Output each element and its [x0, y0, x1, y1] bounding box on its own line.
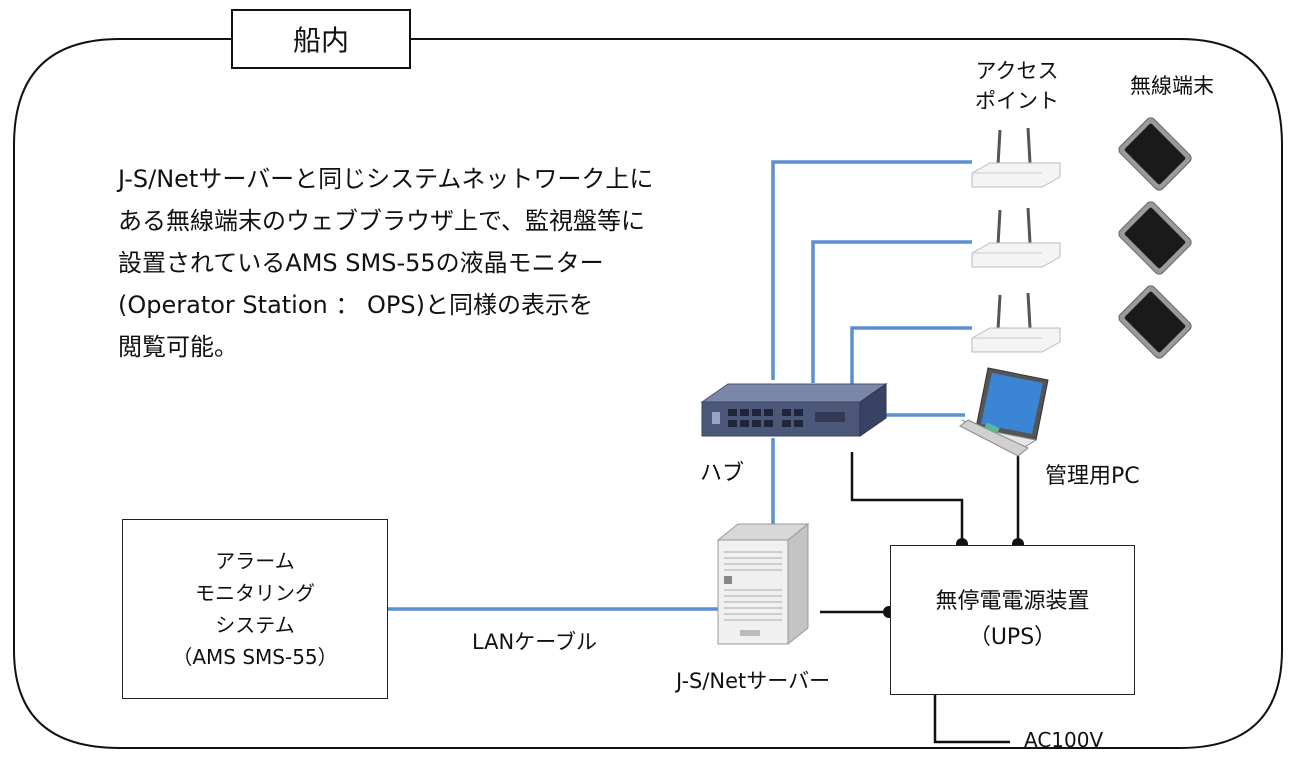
description-line: J-S/Netサーバーと同じシステムネットワーク上に: [118, 165, 654, 193]
wireless-terminal-label: 無線端末: [1130, 74, 1214, 98]
tablet-icon: [1118, 285, 1192, 359]
admin-pc-label: 管理用PC: [1045, 464, 1140, 489]
ams-box-line: アラーム: [215, 549, 295, 573]
server-label: J-S/Netサーバー: [676, 669, 831, 693]
ac-label: AC100V: [1024, 728, 1104, 752]
title-tab: 船内: [231, 9, 411, 69]
access-point-label: アクセス ポイント: [962, 56, 1072, 116]
server-icon: [716, 522, 810, 646]
access-point-label-line: アクセス: [975, 59, 1059, 83]
tablet-icon: [1118, 201, 1192, 275]
power-line-hub: [850, 452, 964, 545]
access-point-icon: [971, 207, 1061, 268]
title-text: 船内: [292, 24, 349, 57]
lan-lines: [388, 160, 972, 611]
access-point-icon: [971, 292, 1061, 353]
lan-line-ap1: [771, 160, 972, 380]
lan-line-ap3: [850, 326, 972, 387]
power-line-ac: [933, 695, 1010, 744]
description-line: (Operator Station ： OPS)と同様の表示を: [118, 291, 593, 319]
tablet-icon: [1118, 117, 1192, 191]
ams-box-line: モニタリング: [195, 581, 315, 605]
lan-line-ap2: [811, 240, 972, 383]
laptop-icon: [959, 367, 1049, 457]
power-lines: [820, 445, 1020, 744]
hub-icon: [700, 383, 888, 437]
ship-boundary: [13, 38, 1283, 749]
description-line: 設置されているAMS SMS-55の液晶モニター: [118, 249, 604, 277]
hub-label: ハブ: [700, 461, 745, 486]
description-line: ある無線端末のウェブブラウザ上で、監視盤等に: [118, 207, 646, 235]
ams-system-box: アラーム モニタリング システム （AMS SMS-55）: [122, 519, 388, 699]
description-line: 閲覧可能。: [118, 333, 238, 361]
lan-cable-label: LANケーブル: [472, 630, 597, 654]
access-point-icon: [971, 127, 1061, 188]
description-text: J-S/Netサーバーと同じシステムネットワーク上に ある無線端末のウェブブラウ…: [118, 158, 653, 368]
ups-box-line: （UPS）: [968, 625, 1057, 650]
access-point-label-line: ポイント: [975, 89, 1059, 113]
ups-box-line: 無停電電源装置: [935, 589, 1090, 614]
ams-box-line: （AMS SMS-55）: [172, 645, 338, 669]
ams-box-line: システム: [215, 613, 295, 637]
ups-box: 無停電電源装置 （UPS）: [890, 545, 1135, 695]
